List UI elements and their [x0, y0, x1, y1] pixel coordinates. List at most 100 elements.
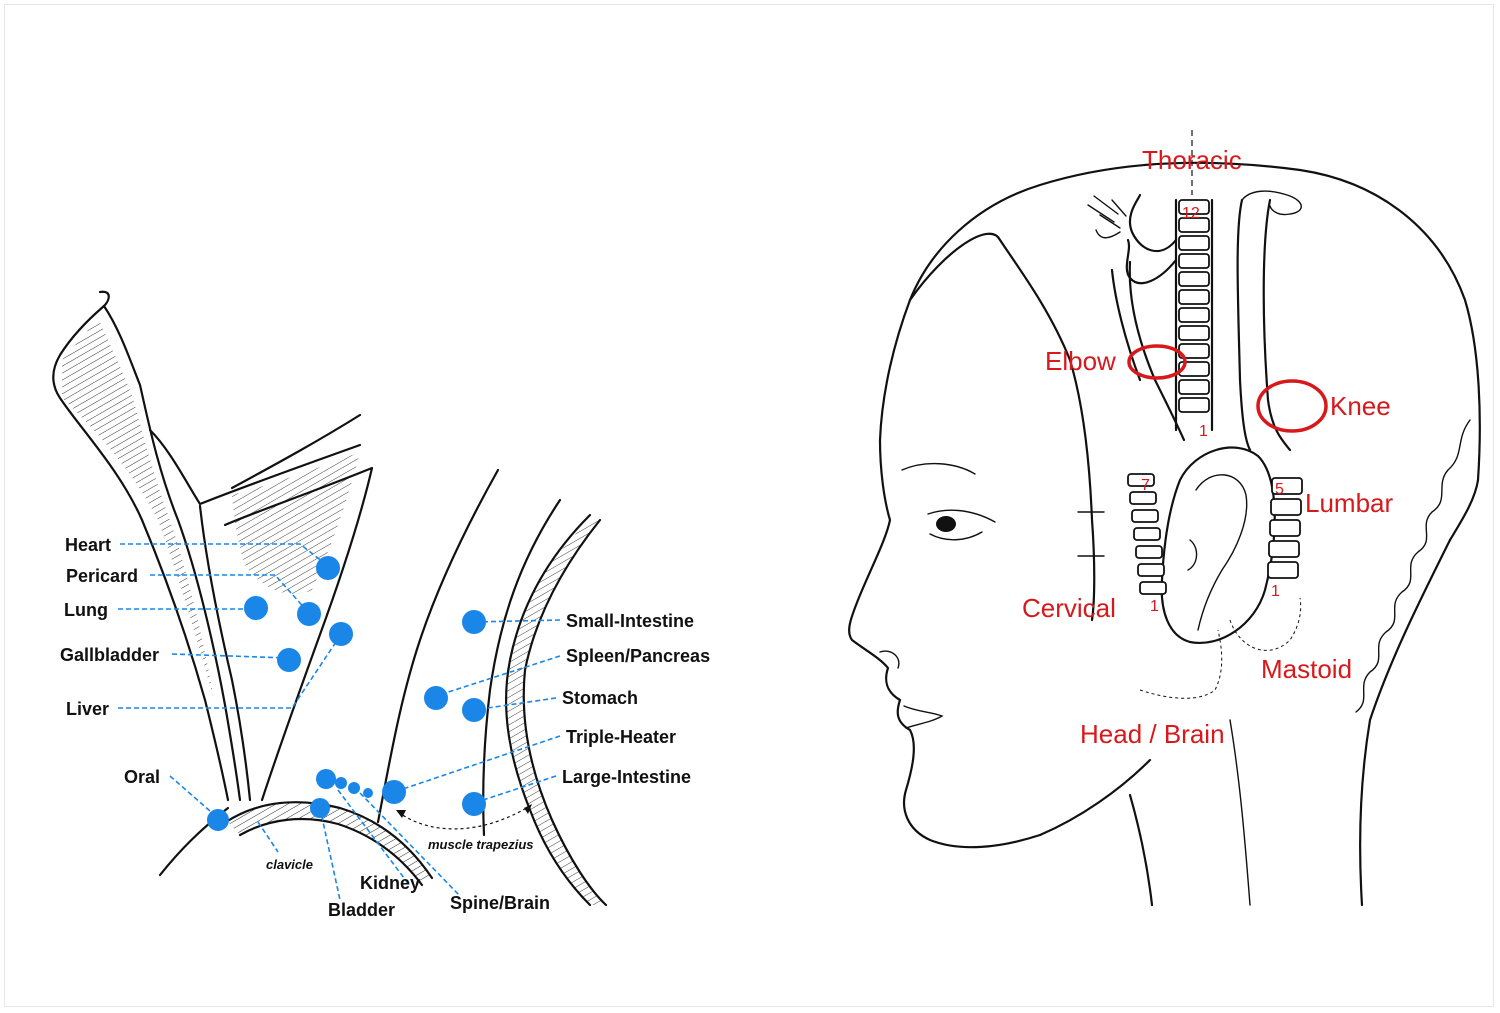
label-mastoid: Mastoid	[1261, 654, 1352, 684]
lumbarVerts-segment	[1271, 477, 1303, 495]
cervicalVerts-segment	[1127, 473, 1155, 487]
label-kidney: Kidney	[360, 873, 420, 893]
skull-outline	[908, 161, 1481, 482]
neck-markers	[207, 556, 486, 831]
label-spleen-pancreas: Spleen/Pancreas	[566, 646, 710, 666]
scm-outer	[148, 428, 362, 506]
thoracicVerts-segment	[1178, 289, 1210, 305]
hairline	[908, 232, 1096, 622]
label-stomach: Stomach	[562, 688, 638, 708]
neck-edge-2	[482, 498, 562, 837]
knee-ring[interactable]	[1256, 379, 1328, 433]
label-elbow: Elbow	[1045, 346, 1116, 376]
neck-leaders	[118, 543, 561, 901]
jaw-inner-outline	[102, 304, 242, 802]
eye-lower	[929, 531, 983, 541]
label-spine-brain: Spine/Brain	[450, 893, 550, 913]
hand	[1087, 195, 1127, 239]
marker-spine-3[interactable]	[363, 788, 373, 798]
neck-labels: Heart Pericard Lung Gallbladder Liver Or…	[60, 535, 710, 920]
marker-stomach[interactable]	[462, 698, 486, 722]
jawline	[1038, 758, 1152, 837]
marker-triple-heater[interactable]	[382, 780, 406, 804]
thoracicVerts-segment	[1178, 379, 1210, 395]
label-knee: Knee	[1330, 391, 1391, 421]
label-oral: Oral	[124, 767, 160, 787]
marker-gallbladder[interactable]	[277, 648, 301, 672]
cervicalVerts-segment	[1135, 545, 1163, 559]
cervicalVerts-segment	[1139, 581, 1167, 595]
jaw-hatching	[62, 318, 214, 700]
num-thoracic-1: 1	[1199, 423, 1208, 440]
lumbarVerts-segment	[1269, 519, 1301, 537]
leg-outline	[1236, 198, 1292, 452]
marker-liver[interactable]	[329, 622, 353, 646]
neck-edge-1	[376, 468, 500, 824]
hair-wave	[1355, 419, 1471, 713]
elbow-ring[interactable]	[1127, 344, 1187, 380]
num-cervical-1: 1	[1150, 598, 1159, 615]
label-trapezius: muscle trapezius	[428, 837, 534, 852]
head-markers	[1127, 344, 1328, 433]
thoracicVerts-segment	[1178, 199, 1210, 215]
jaw-outline	[52, 290, 230, 802]
marker-small-intestine[interactable]	[462, 610, 486, 634]
clavicle-hatching	[228, 802, 432, 885]
trapezius-arrow	[396, 804, 532, 830]
marker-spine-2[interactable]	[348, 782, 360, 794]
marker-spine-1[interactable]	[335, 777, 347, 789]
thoracicVerts-segment	[1178, 397, 1210, 413]
cervicalVerts-segment	[1133, 527, 1161, 541]
cervicalVerts-segment	[1131, 509, 1159, 523]
eye-iris	[936, 516, 956, 532]
figure-border	[4, 4, 1494, 1007]
label-pericard: Pericard	[66, 566, 138, 586]
lumbar-vertebrae	[1267, 477, 1303, 579]
ear-inner	[1195, 474, 1248, 631]
marker-kidney[interactable]	[316, 769, 336, 789]
label-lumbar: Lumbar	[1305, 488, 1393, 518]
trapezius-hatching	[506, 518, 606, 905]
thoracicVerts-segment	[1178, 325, 1210, 341]
cervicalVerts-segment	[1129, 491, 1157, 505]
label-liver: Liver	[66, 699, 109, 719]
num-lumbar-1: 1	[1271, 583, 1280, 600]
label-gallbladder: Gallbladder	[60, 645, 159, 665]
thoracicVerts-segment	[1178, 361, 1210, 377]
label-cervical: Cervical	[1022, 593, 1116, 623]
scm-front-edge	[198, 504, 252, 802]
label-bladder: Bladder	[328, 900, 395, 920]
num-cervical-7: 7	[1141, 477, 1150, 494]
marker-oral[interactable]	[207, 809, 229, 831]
marker-large-intestine[interactable]	[462, 792, 486, 816]
eye-upper	[927, 509, 996, 523]
foot	[1241, 190, 1302, 216]
marker-pericard[interactable]	[297, 602, 321, 626]
lumbarVerts-segment	[1268, 540, 1300, 558]
head-brain-dotted	[1139, 629, 1223, 699]
skull-lower-back	[1448, 478, 1480, 542]
label-clavicle: clavicle	[266, 857, 313, 872]
thoracicVerts-segment	[1178, 217, 1210, 233]
label-thoracic: Thoracic	[1142, 145, 1242, 175]
marker-lung[interactable]	[244, 596, 268, 620]
nostril	[879, 650, 900, 669]
arm-outline	[1125, 193, 1178, 285]
mastoid-dotted	[1229, 597, 1302, 651]
label-triple-heater: Triple-Heater	[566, 727, 676, 747]
marker-spleen-pancreas[interactable]	[424, 686, 448, 710]
thoracicVerts-segment	[1178, 235, 1210, 251]
ear-outer	[1160, 446, 1276, 645]
label-small-intestine: Small-Intestine	[566, 611, 694, 631]
thoracicVerts-segment	[1178, 271, 1210, 287]
lumbarVerts-segment	[1267, 561, 1299, 579]
marker-heart[interactable]	[316, 556, 340, 580]
spine-figure	[1087, 130, 1303, 595]
thoracicVerts-segment	[1178, 253, 1210, 269]
marker-bladder[interactable]	[310, 798, 330, 818]
eyebrow	[901, 462, 976, 475]
face-profile	[848, 298, 1042, 849]
head-drawing	[848, 161, 1481, 907]
scm-upper	[230, 413, 362, 490]
back-neck	[1358, 538, 1452, 907]
